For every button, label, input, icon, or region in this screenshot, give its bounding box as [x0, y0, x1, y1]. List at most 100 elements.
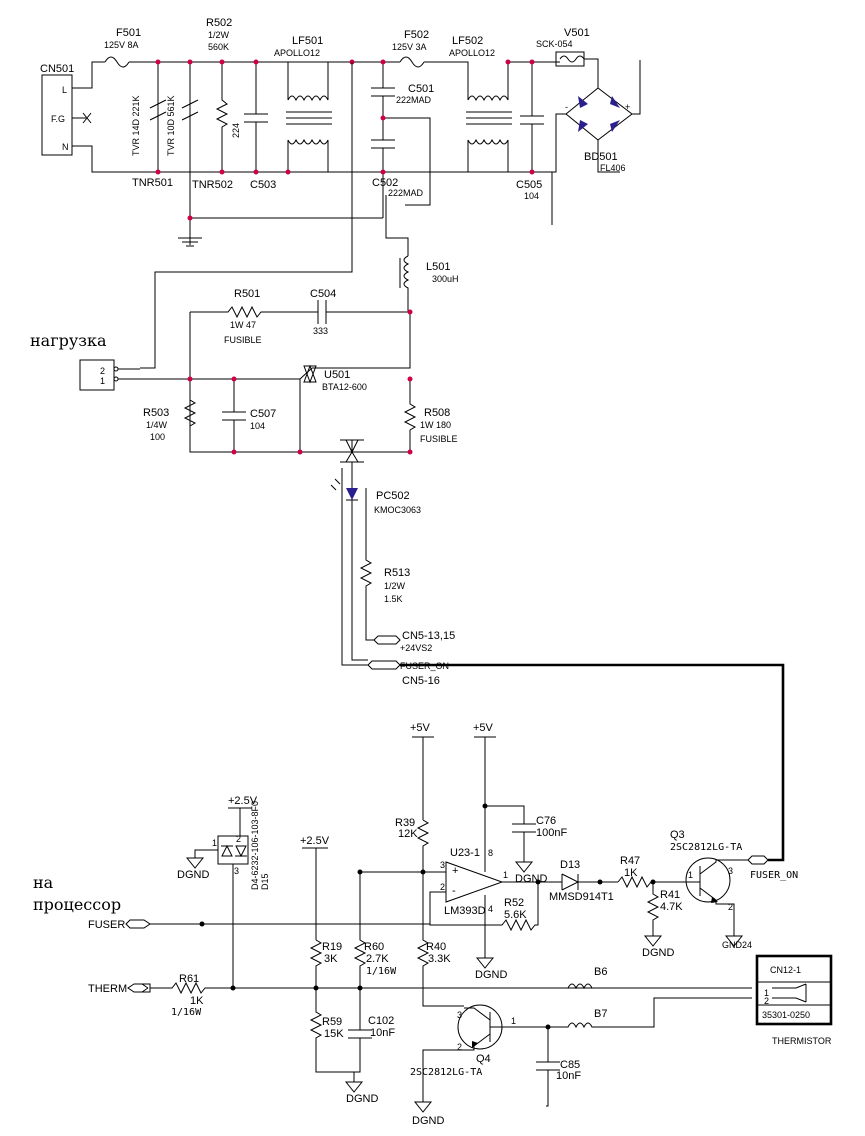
q4-ref: Q4 — [476, 1053, 491, 1065]
u23-pin8: 8 — [488, 848, 493, 858]
r502-val2: 560K — [208, 42, 229, 52]
cn501-connector — [41, 74, 73, 156]
cn5-16-connector — [367, 660, 401, 670]
q3-pin3: 3 — [728, 866, 733, 876]
c502-val: 222MAD — [388, 188, 424, 198]
r60-val1: 2.7K — [366, 953, 389, 965]
r61-val1: 1K — [190, 995, 204, 1007]
r39-val: 12K — [398, 828, 418, 840]
pc502-ref: PC502 — [376, 490, 410, 502]
tnr502-varistor — [181, 62, 199, 245]
cn12-ref: CN12-1 — [770, 965, 801, 975]
q4-pin1: 1 — [511, 1016, 516, 1026]
r513-resistor — [359, 488, 374, 641]
q3-pin1: 1 — [688, 870, 693, 880]
cn12-connector — [755, 954, 833, 1026]
cn501-pin-fg: F.G — [51, 114, 65, 124]
tnr502-ref: TNR502 — [192, 179, 233, 191]
q4-pin2: 2 — [457, 1042, 462, 1052]
cn5-13-connector — [373, 635, 401, 645]
c501-val: 222MAD — [396, 95, 432, 105]
c507-capacitor — [222, 379, 246, 452]
q3-val: 2SC2812LG-TA — [670, 842, 742, 853]
lf501-choke — [256, 61, 332, 172]
pc502-optocoupler — [330, 439, 368, 661]
r501-note: FUSIBLE — [224, 335, 262, 345]
lf502-val: APOLLO12 — [449, 48, 495, 58]
u501-ref: U501 — [324, 369, 350, 381]
bd501-ref: BD501 — [584, 151, 618, 163]
c102-val: 10nF — [370, 1027, 395, 1039]
control-section: +5V +5V R39 12K C76 100nF DGND U23-1 8 4… — [33, 722, 833, 1127]
tvr2-label: TVR 10D 561K — [166, 95, 176, 156]
r502-body-label: 224 — [231, 123, 241, 138]
chassis-ground-icon — [178, 218, 202, 247]
r39-ref: R39 — [395, 817, 415, 829]
f501-val: 125V 8A — [104, 40, 139, 50]
r47-val: 1K — [624, 867, 638, 879]
f502-fuse — [399, 56, 425, 68]
cn12-pin1: 1 — [764, 988, 769, 998]
q3-transistor — [685, 857, 748, 936]
r47-resistor — [617, 875, 690, 889]
r39-resistor — [416, 819, 446, 873]
b6-ferrite — [567, 983, 593, 990]
r502-resistor — [215, 62, 229, 172]
c85-capacitor — [536, 1027, 560, 1107]
bd501-val: FL406 — [600, 163, 626, 173]
load-conn-pin2: 2 — [100, 366, 105, 376]
r60-c102-branch — [348, 871, 446, 1082]
dgnd-label-r41: DGND — [642, 947, 674, 959]
tvr1-label: TVR 14D 221K — [131, 95, 141, 156]
u23-minus: - — [452, 885, 456, 897]
r508-note: FUSIBLE — [420, 434, 458, 444]
u23-pin3: 3 — [440, 860, 445, 870]
c504-val: 333 — [313, 326, 328, 336]
triac-section: L501 300uH R501 1W 47 FUSIBLE C504 333 н… — [30, 62, 459, 687]
junction-dots-top — [155, 59, 535, 221]
b7-label: B7 — [594, 1008, 607, 1020]
r513-val2: 1.5K — [384, 594, 403, 604]
u23-val: LM393D — [444, 905, 486, 917]
f501-ref: F501 — [116, 27, 141, 39]
lf501-val: APOLLO12 — [274, 48, 320, 58]
r60-val2: 1/16W — [366, 966, 397, 977]
c502-ref: C502 — [372, 177, 398, 189]
fuser-on-wire — [400, 663, 785, 862]
c76-capacitor — [485, 805, 536, 862]
cn5a-ref: CN5-13,15 — [402, 630, 455, 642]
c85-val: 10nF — [556, 1070, 581, 1082]
r503-val2: 100 — [150, 432, 165, 442]
junction-dots-bottom — [199, 803, 656, 1030]
lf502-choke — [466, 62, 512, 172]
r41-val: 4.7K — [660, 901, 683, 913]
r19-r59-divider — [309, 939, 354, 1073]
u23-pin4: 4 — [488, 904, 493, 914]
f502-ref: F502 — [404, 29, 429, 41]
d13-diode — [548, 873, 618, 891]
r47-ref: R47 — [620, 855, 640, 867]
c503-capacitor — [244, 62, 268, 172]
cn501-ref: CN501 — [40, 63, 74, 75]
r61-ref: R61 — [179, 973, 199, 985]
c85-ref: C85 — [560, 1059, 580, 1071]
cpu-label-2: процессор — [33, 895, 121, 914]
fuser-on-label: FUSER_ON — [750, 870, 798, 881]
c505-capacitor — [508, 61, 560, 172]
u501-val: BTA12-600 — [322, 382, 367, 392]
r40-val: 3.3K — [428, 953, 451, 965]
load-label: нагрузка — [30, 331, 107, 350]
d15-pin1: 1 — [212, 838, 217, 848]
r41-resistor — [646, 882, 660, 936]
cn501-pin-n: N — [62, 142, 69, 152]
r502-val1: 1/2W — [208, 30, 230, 40]
r503-val1: 1/4W — [146, 420, 168, 430]
f502-val: 125V 3A — [392, 42, 427, 52]
mains-input-section: CN501 L F.G N F501 125V 8A TVR 14D 221K … — [40, 17, 641, 247]
c76-ref: C76 — [536, 815, 556, 827]
load-conn-pin1: 1 — [100, 376, 105, 386]
u23-plus: + — [452, 865, 458, 877]
d15-val: D4-6232-106-103-8F0 — [250, 801, 260, 890]
r508-ref: R508 — [424, 407, 450, 419]
r60-ref: R60 — [364, 941, 384, 953]
